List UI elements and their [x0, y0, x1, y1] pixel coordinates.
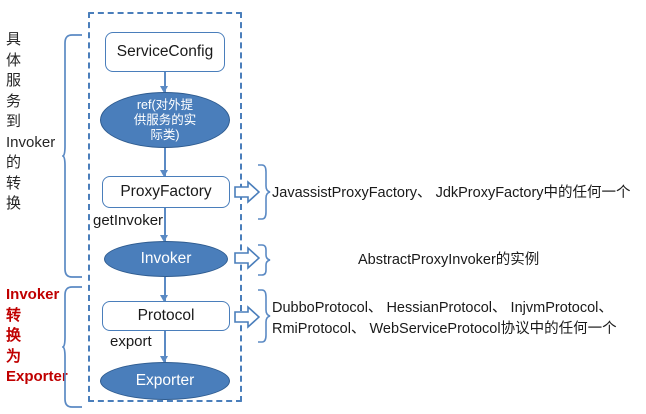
brace-right-invoker — [256, 243, 272, 282]
group-label-line: 换 — [6, 327, 22, 344]
connector-protocol-to-exporter — [161, 331, 168, 363]
edge-label-getinvoker: getInvoker — [93, 212, 164, 229]
annotation-protocol-line: RmiProtocol、 WebServiceProtocol协议中的任何一个 — [272, 321, 617, 337]
node-exporter[interactable]: Exporter — [100, 362, 230, 400]
node-ref-label-line: 供服务的实 — [133, 112, 197, 127]
connector-proxyfactory-to-invoker — [161, 208, 168, 242]
node-invoker-label: Invoker — [140, 250, 192, 267]
node-ref[interactable]: ref(对外提 供服务的实 际类) — [100, 92, 230, 148]
connector-ref-to-proxyfactory — [161, 148, 168, 177]
edge-label-export: export — [110, 333, 152, 350]
group-label-service-to-invoker: 具 体 服 务 到 Invoker 的 转 换 — [6, 30, 68, 215]
brace-left-invoker-to-exporter — [61, 285, 84, 414]
node-ref-label-line: ref(对外提 — [136, 97, 194, 112]
group-label-line: Invoker — [6, 133, 56, 151]
flow-container-dashed-border — [88, 12, 242, 402]
node-exporter-label: Exporter — [135, 372, 195, 389]
annotation-proxyfactory: JavassistProxyFactory、 JdkProxyFactory中的… — [272, 185, 631, 201]
group-label-line: 转 — [6, 306, 22, 324]
node-invoker[interactable]: Invoker — [104, 241, 228, 277]
group-label-line: 服 — [6, 72, 22, 89]
group-label-line: 转 — [6, 174, 22, 192]
block-arrow-right-icon — [234, 180, 261, 209]
brace-left-service-to-invoker — [61, 33, 84, 284]
node-protocol-label: Protocol — [137, 307, 195, 324]
annotation-protocol-line: DubboProtocol、 HessianProtocol、 InjvmPro… — [272, 300, 613, 316]
annotation-invoker: AbstractProxyInvoker的实例 — [358, 252, 540, 268]
group-label-line: 具 — [6, 31, 22, 48]
group-label-line: Exporter — [6, 368, 68, 385]
block-arrow-right-icon — [234, 305, 261, 334]
group-label-invoker-to-exporter: Invoker 转 换 为 Exporter — [6, 285, 68, 388]
brace-right-proxyfactory — [256, 163, 272, 226]
group-label-line: 务 — [6, 92, 22, 110]
group-label-line: Invoker — [6, 286, 60, 303]
group-label-line: 体 — [6, 51, 22, 69]
node-serviceconfig[interactable]: ServiceConfig — [105, 32, 225, 72]
node-proxyfactory-label: ProxyFactory — [120, 183, 212, 200]
block-arrow-right-icon — [234, 246, 261, 275]
group-label-line: 换 — [6, 195, 22, 212]
group-label-line: 到 — [6, 113, 22, 130]
group-label-line: 的 — [6, 154, 22, 171]
brace-right-protocol — [256, 288, 272, 349]
group-label-line: 为 — [6, 347, 22, 365]
connector-invoker-to-protocol — [161, 277, 168, 302]
node-protocol[interactable]: Protocol — [102, 301, 230, 331]
node-ref-label-line: 际类) — [150, 127, 180, 142]
connector-serviceconfig-to-ref — [161, 72, 168, 93]
node-proxyfactory[interactable]: ProxyFactory — [102, 176, 230, 208]
node-serviceconfig-label: ServiceConfig — [116, 43, 214, 60]
annotation-protocol: DubboProtocol、 HessianProtocol、 InjvmPro… — [272, 298, 617, 340]
